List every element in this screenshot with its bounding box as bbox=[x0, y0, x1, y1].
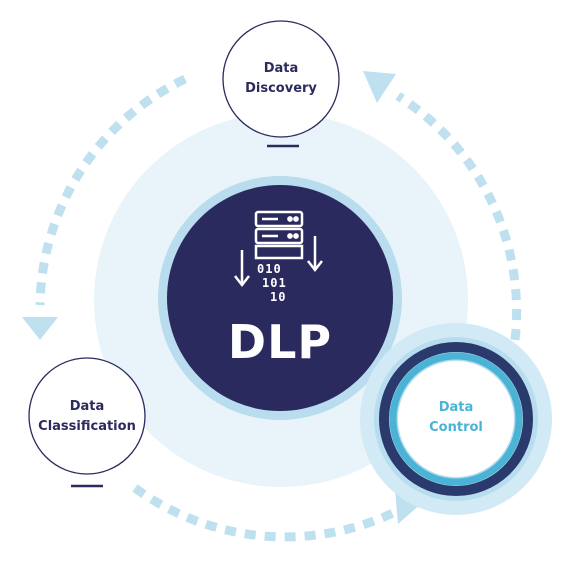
control-ring-dark bbox=[379, 342, 533, 496]
node-label-classification-line-1: Data bbox=[69, 399, 105, 414]
arrowhead-top-right bbox=[363, 71, 396, 103]
node-label-control: Data Control bbox=[396, 398, 516, 438]
server-data-icon bbox=[234, 210, 323, 288]
node-label-control-line-2: Control bbox=[429, 420, 483, 435]
arrow-classification-to-control bbox=[132, 484, 408, 542]
node-label-control-line-1: Data bbox=[438, 400, 474, 415]
arrowhead-bottom bbox=[395, 490, 423, 524]
node-label-discovery-line-1: Data bbox=[263, 61, 299, 76]
classification-node bbox=[28, 357, 146, 475]
binary-row-1: 010 bbox=[257, 262, 282, 276]
discovery-node bbox=[222, 20, 340, 138]
node-label-discovery: Data Discovery bbox=[221, 59, 341, 99]
node-label-classification-line-2: Classification bbox=[38, 419, 136, 434]
cycle-arrows bbox=[35, 74, 522, 542]
arrowhead-left bbox=[22, 317, 58, 340]
control-ring-cyan bbox=[389, 352, 523, 486]
control-node bbox=[398, 361, 514, 477]
node-label-discovery-line-2: Discovery bbox=[245, 81, 317, 96]
node-label-classification: Data Classification bbox=[22, 397, 152, 437]
arrow-discovery-to-classification bbox=[35, 74, 187, 306]
hub-circle bbox=[167, 185, 393, 411]
cycle-arrowheads bbox=[22, 71, 423, 524]
hub-title: DLP bbox=[227, 315, 333, 369]
arrow-control-to-discovery bbox=[395, 92, 522, 341]
binary-row-3: 10 bbox=[270, 290, 287, 304]
binary-row-2: 101 bbox=[262, 276, 287, 290]
